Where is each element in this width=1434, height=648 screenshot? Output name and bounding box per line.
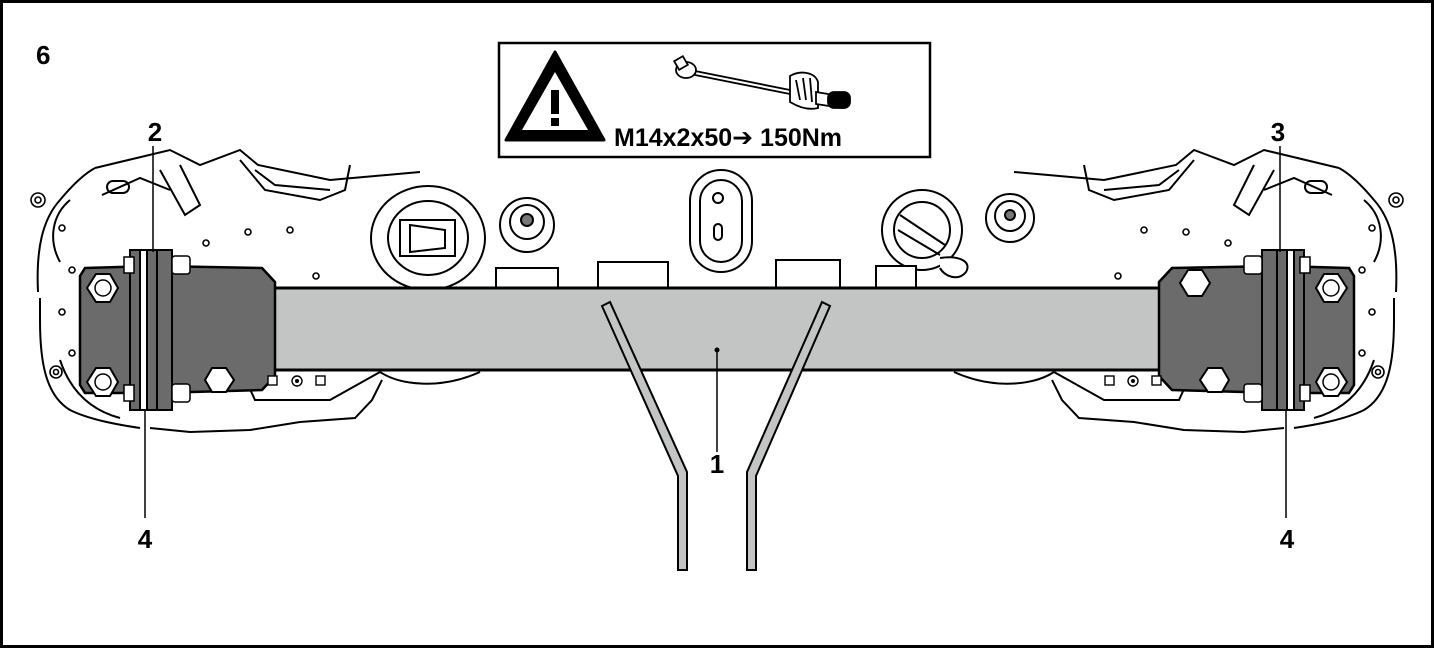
- slot-left: [106, 180, 130, 194]
- strap-right: [746, 300, 832, 571]
- machine-body: [36, 148, 1398, 434]
- figure-number: 6: [36, 40, 50, 70]
- lifting-straps: [600, 300, 832, 571]
- center-features: [370, 169, 1035, 291]
- callout-4-right: 4: [1280, 524, 1295, 554]
- mount-left: [78, 249, 326, 411]
- slot-right: [1304, 180, 1328, 194]
- strap-left: [600, 300, 688, 571]
- body-holes: [30, 192, 1404, 379]
- warning-triangle-icon: [504, 50, 606, 142]
- leader-lines: [144, 146, 1287, 518]
- callout-3: 3: [1271, 117, 1285, 147]
- callout-2: 2: [148, 117, 162, 147]
- torque-wrench-icon: [672, 54, 851, 110]
- torque-spec-text: M14x2x50➔ 150Nm: [614, 124, 842, 152]
- oval-plug-center: [689, 169, 753, 273]
- warning-box: M14x2x50➔ 150Nm: [497, 41, 932, 159]
- callout-1: 1: [710, 449, 724, 479]
- mount-right: [1104, 249, 1356, 411]
- callout-4-left: 4: [138, 524, 153, 554]
- leader-dot-1: [714, 347, 720, 353]
